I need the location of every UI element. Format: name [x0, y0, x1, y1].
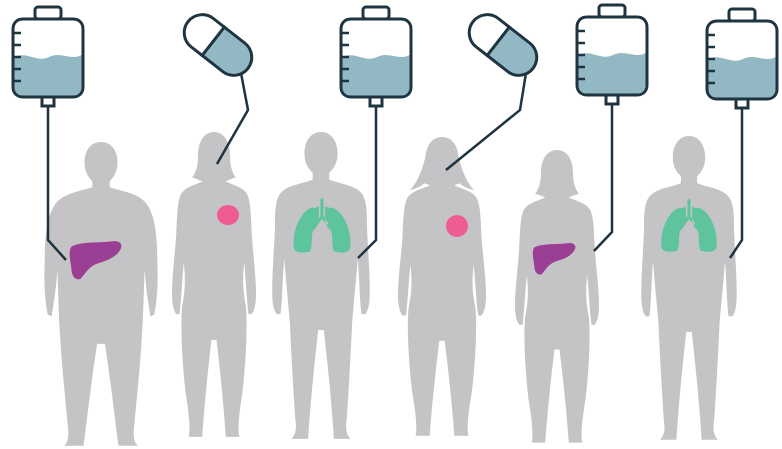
patient-figure-3 — [272, 7, 411, 439]
iv-bag-icon — [707, 9, 777, 108]
iv-bag-icon — [13, 7, 83, 106]
body-silhouette — [515, 150, 599, 443]
patient-figure-2 — [172, 7, 259, 436]
iv-bag-icon — [577, 5, 647, 104]
capsule-icon — [462, 7, 544, 82]
body-silhouette — [398, 137, 486, 436]
body-silhouette — [272, 132, 370, 439]
stomach-organ-icon — [217, 205, 239, 225]
capsule-icon — [177, 7, 259, 82]
stomach-organ-icon — [446, 215, 468, 237]
patient-figure-6 — [641, 9, 777, 440]
patient-figure-5 — [515, 5, 647, 443]
patient-figure-1 — [13, 7, 158, 446]
body-silhouette — [172, 132, 256, 437]
iv-bag-icon — [341, 7, 411, 106]
body-silhouette — [641, 136, 736, 440]
body-silhouette — [44, 142, 157, 446]
iv-line — [594, 104, 612, 251]
